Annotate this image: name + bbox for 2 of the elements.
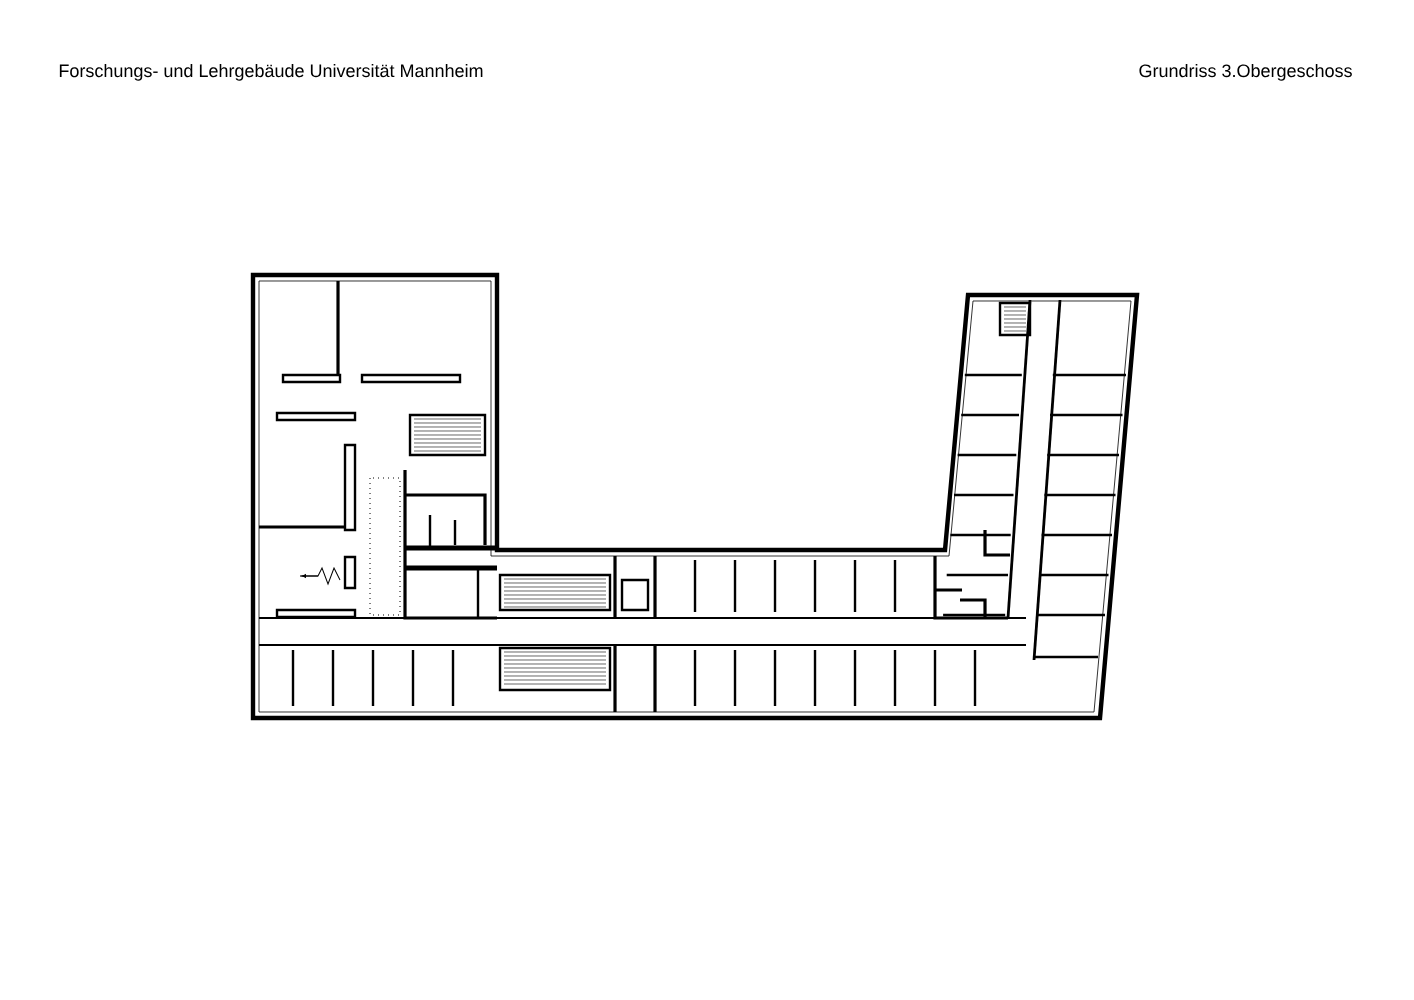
title: Forschungs- und Lehrgebäude Universität Mannheim bbox=[59, 63, 483, 81]
plan-label: Grundriss 3.Obergeschoss bbox=[1139, 63, 1352, 81]
